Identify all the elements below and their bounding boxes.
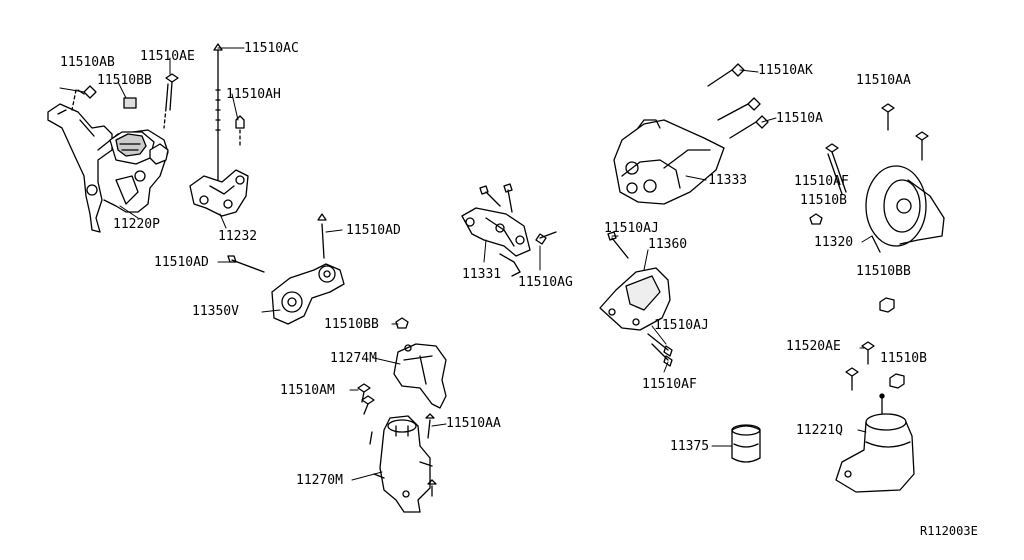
label-11331: 11331 [462, 267, 502, 282]
label-11510ah: 11510AH [226, 87, 281, 102]
label-11360: 11360 [648, 237, 688, 252]
label-11510ae-1: 11510AE [140, 49, 195, 64]
label-11221q: 11221Q [796, 423, 843, 438]
engine-mount-11220p [47, 89, 169, 233]
label-11333: 11333 [708, 173, 748, 188]
torque-rod-11350v [227, 213, 345, 325]
label-11350v: 11350V [192, 304, 239, 319]
bolt-11510ab-1 [77, 85, 97, 99]
label-11510aj-2: 11510AJ [654, 318, 709, 333]
bolt-11510aa-2 [881, 103, 895, 131]
nut-11510b-2 [889, 373, 905, 389]
bracket-11274m [393, 343, 447, 409]
label-11274m: 11274M [330, 351, 377, 366]
label-11520ae: 11520AE [786, 339, 841, 354]
bolt-right-small [915, 131, 929, 161]
label-11510ad-1: 11510AD [346, 223, 401, 238]
engine-mount-11320 [865, 165, 945, 253]
nut-11510bb-3 [879, 297, 895, 313]
label-11232: 11232 [218, 229, 258, 244]
nut-11510bb-2 [395, 317, 409, 329]
engine-mount-11270m [369, 413, 437, 513]
bushing-11375 [731, 424, 761, 463]
label-11510ac: 11510AC [244, 41, 299, 56]
label-11270m: 11270M [296, 473, 343, 488]
bracket-11331 [461, 183, 557, 277]
label-11510af-1: 11510AF [642, 377, 697, 392]
label-11510aj-1: 11510AJ [604, 221, 659, 236]
label-11510ak: 11510AK [758, 63, 813, 78]
label-11510aa-2: 11510AA [856, 73, 911, 88]
bracket-11360 [599, 231, 673, 367]
engine-mount-11221q [835, 393, 915, 493]
bolt-mid [845, 367, 859, 391]
bolts-11510am [357, 383, 375, 415]
bolt-11510af-2 [825, 143, 847, 195]
bracket-11333 [613, 63, 769, 205]
nut-11510bb-1 [123, 97, 137, 109]
bolt-11520ae [861, 341, 875, 365]
label-11510af-2: 11510AF [794, 174, 849, 189]
label-11510am: 11510AM [280, 383, 335, 398]
label-11510b-2: 11510B [880, 351, 927, 366]
label-11510bb-1: 11510BB [97, 73, 152, 88]
label-11510bb-3: 11510BB [856, 264, 911, 279]
label-11510ag: 11510AG [518, 275, 573, 290]
label-11220p: 11220P [113, 217, 160, 232]
label-11510aa-1: 11510AA [446, 416, 501, 431]
label-11510bb-2: 11510BB [324, 317, 379, 332]
label-11510ad-2: 11510AD [154, 255, 209, 270]
nut-11510b-1 [809, 213, 823, 225]
leader-lines [59, 47, 873, 481]
label-11320: 11320 [814, 235, 854, 250]
diagram-reference: R112003E [920, 524, 978, 538]
label-11510ab-1: 11510AB [60, 55, 115, 70]
label-11510b-1: 11510B [800, 193, 847, 208]
label-11375: 11375 [670, 439, 710, 454]
bracket-11232 [189, 43, 249, 217]
bolt-11510ae-1 [165, 73, 179, 111]
label-11510a: 11510A [776, 111, 823, 126]
